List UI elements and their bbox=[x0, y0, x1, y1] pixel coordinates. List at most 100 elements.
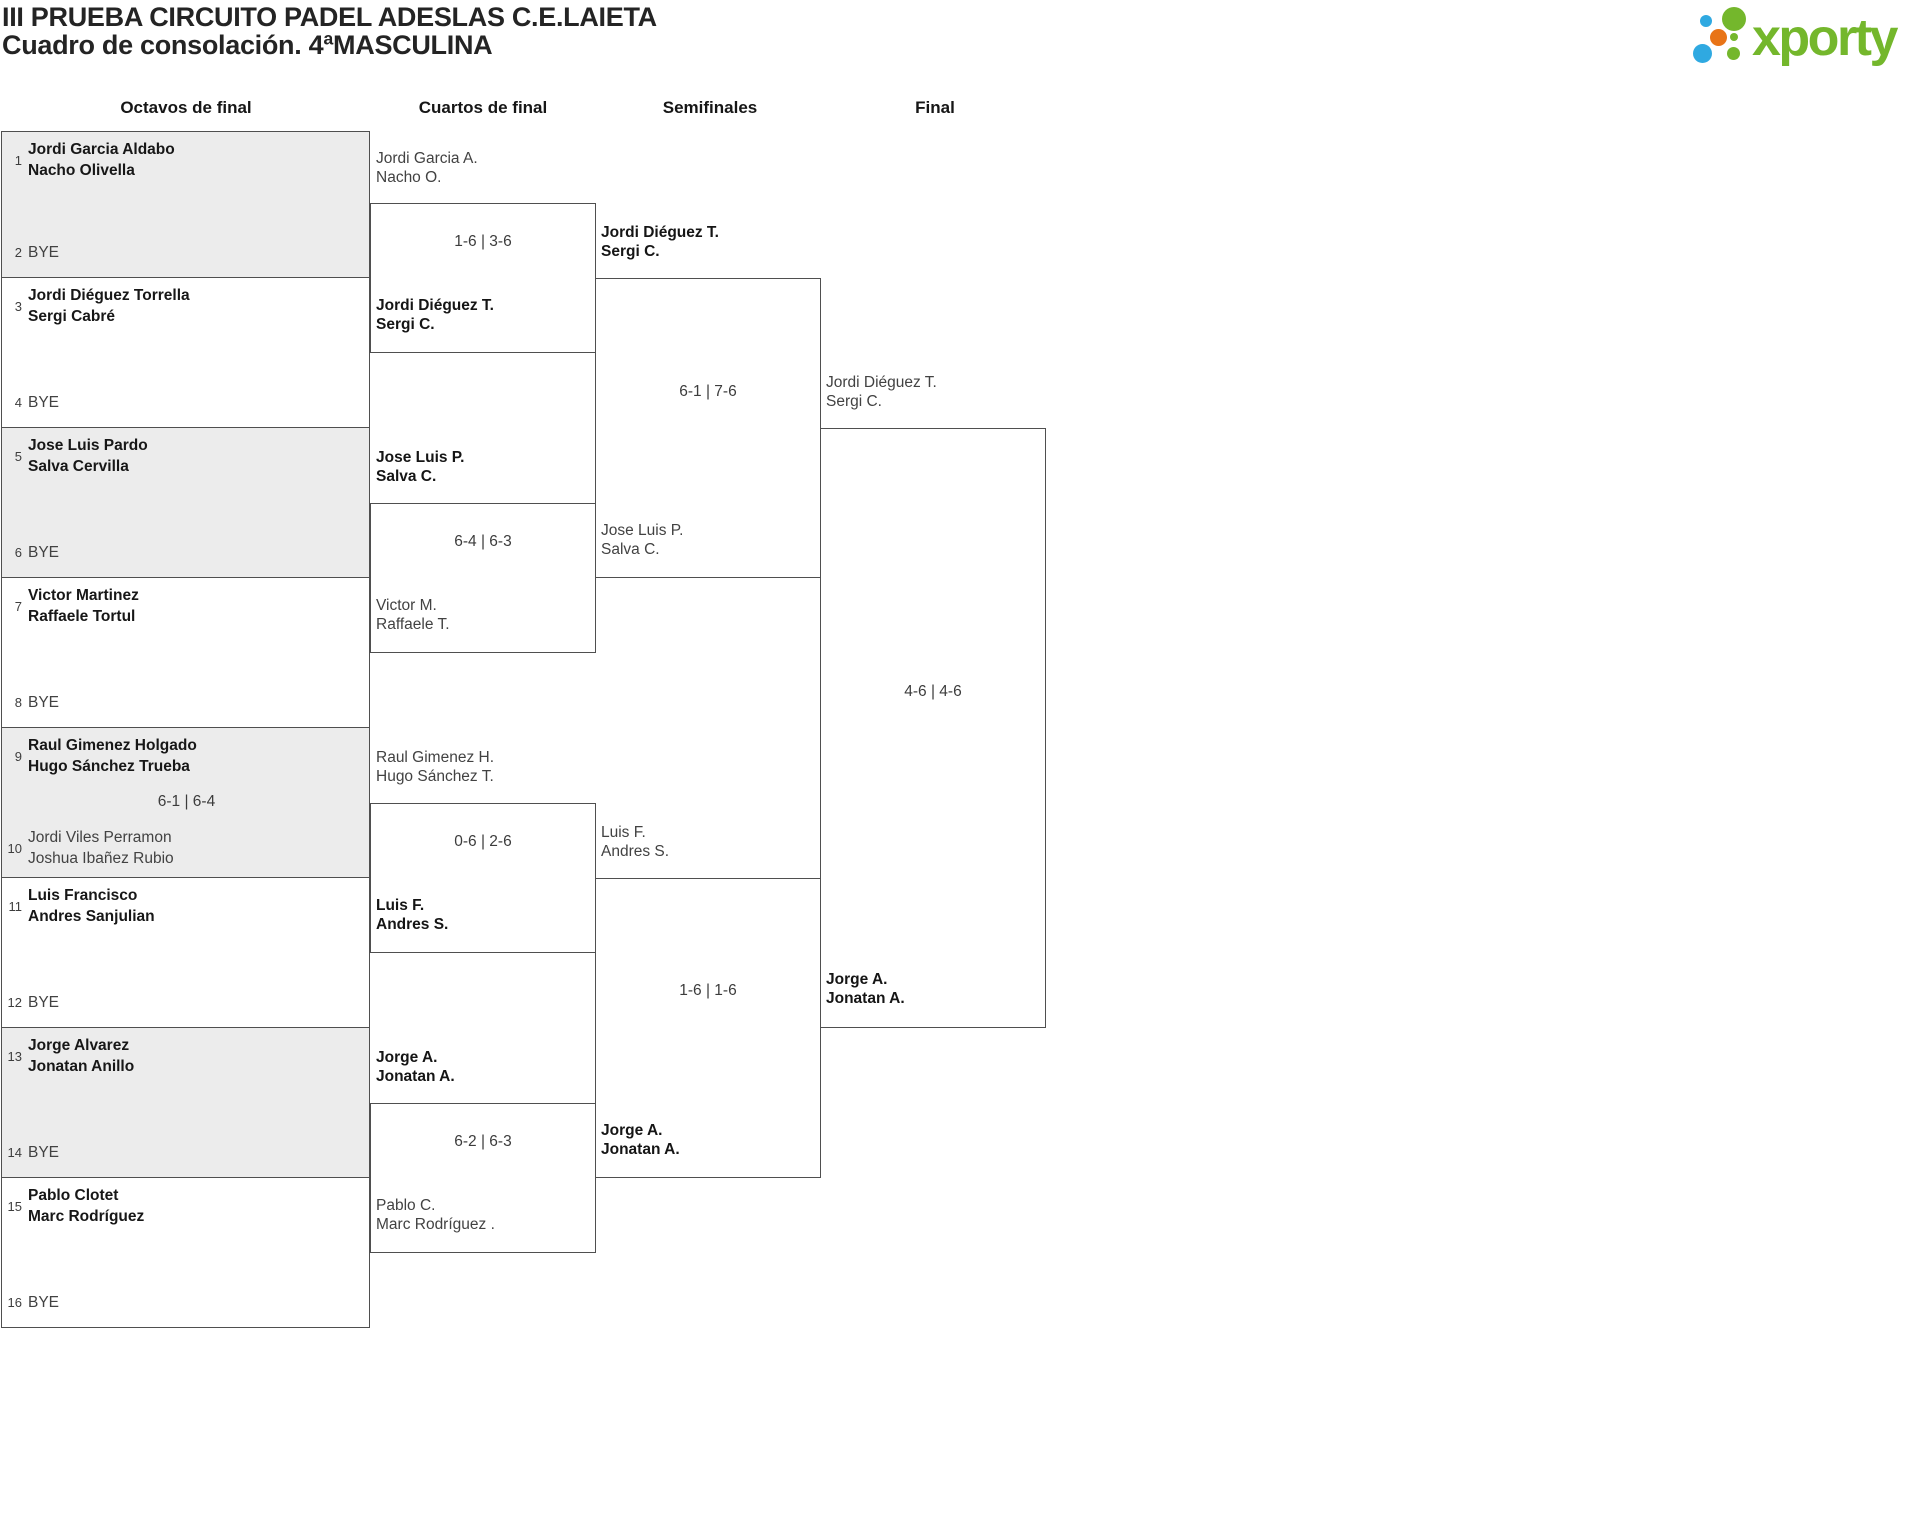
team-names: BYE bbox=[28, 1292, 59, 1313]
qf3-team-bottom: Luis F. Andres S. bbox=[376, 896, 448, 934]
seed-number: 3 bbox=[14, 298, 22, 314]
player-name: Victor M. bbox=[376, 597, 437, 614]
team-names: Jorge Alvarez Jonatan Anillo bbox=[28, 1035, 134, 1077]
qf1-score: 1-6 | 3-6 bbox=[454, 233, 512, 250]
team-slot-bottom: 6 BYE bbox=[2, 542, 363, 563]
team-slot-top: 3 Jordi Diéguez Torrella Sergi Cabré bbox=[2, 285, 363, 327]
team-slot-bottom: 2 BYE bbox=[2, 242, 363, 263]
player-name: Sergi C. bbox=[601, 243, 660, 260]
final-score: 4-6 | 4-6 bbox=[904, 683, 962, 700]
player-name: Raffaele T. bbox=[376, 616, 450, 633]
team-slot-bottom: 14 BYE bbox=[2, 1142, 363, 1163]
player-name: Jonatan A. bbox=[601, 1141, 680, 1158]
team-slot-top: 7 Victor Martinez Raffaele Tortul bbox=[2, 585, 363, 627]
qf2-team-bottom: Victor M. Raffaele T. bbox=[376, 596, 450, 634]
team-names: Victor Martinez Raffaele Tortul bbox=[28, 585, 139, 627]
r16-match-4-box: 7 Victor Martinez Raffaele Tortul 8 BYE bbox=[1, 577, 370, 728]
team-names: BYE bbox=[28, 992, 59, 1013]
qf-match-4-box bbox=[370, 1103, 596, 1253]
round-header-final: Final bbox=[915, 98, 955, 117]
round-header-cuartos: Cuartos de final bbox=[418, 98, 548, 117]
player-name: Jordi Diéguez T. bbox=[376, 297, 494, 314]
match-score: 6-1 | 6-4 bbox=[157, 793, 216, 810]
player-name: Jose Luis P. bbox=[376, 449, 465, 466]
logo-dot-green-small-icon bbox=[1727, 47, 1740, 60]
team-slot-bottom: 4 BYE bbox=[2, 392, 363, 413]
team-slot-top: 1 Jordi Garcia Aldabo Nacho Olivella bbox=[2, 139, 363, 181]
sf-match-2-box bbox=[595, 878, 821, 1178]
team-names: BYE bbox=[28, 542, 59, 563]
r16-match-1-box: 1 Jordi Garcia Aldabo Nacho Olivella 2 B… bbox=[1, 131, 370, 278]
player-name: Joshua Ibañez Rubio bbox=[28, 850, 174, 867]
team-names: Jordi Diéguez Torrella Sergi Cabré bbox=[28, 285, 190, 327]
seed-number: 10 bbox=[7, 840, 22, 856]
qf2-team-top: Jose Luis P. Salva C. bbox=[376, 448, 464, 486]
player-name: Jordi Garcia A. bbox=[376, 150, 478, 167]
player-name: Luis F. bbox=[376, 897, 425, 914]
player-name: Marc Rodríguez . bbox=[376, 1216, 495, 1233]
bye-label: BYE bbox=[28, 244, 60, 261]
player-name: Nacho O. bbox=[376, 169, 442, 186]
team-names: BYE bbox=[28, 242, 59, 263]
player-name: Andres S. bbox=[601, 843, 670, 860]
team-slot-top: 15 Pablo Clotet Marc Rodríguez bbox=[2, 1185, 363, 1227]
bye-label: BYE bbox=[28, 1294, 60, 1311]
team-slot-bottom: 16 BYE bbox=[2, 1292, 363, 1313]
seed-number: 14 bbox=[7, 1145, 22, 1160]
team-slot-bottom: 8 BYE bbox=[2, 692, 363, 713]
xporty-wordmark: xporty bbox=[1752, 9, 1898, 67]
player-name: Nacho Olivella bbox=[28, 162, 135, 179]
team-names: Pablo Clotet Marc Rodríguez bbox=[28, 1185, 144, 1227]
player-name: Raffaele Tortul bbox=[28, 608, 136, 625]
bye-label: BYE bbox=[28, 694, 60, 711]
page-subtitle: Cuadro de consolación. 4ªMASCULINA bbox=[2, 30, 493, 60]
sf1-score: 6-1 | 7-6 bbox=[679, 383, 737, 400]
player-name: Sergi Cabré bbox=[28, 308, 116, 325]
qf2-score: 6-4 | 6-3 bbox=[454, 533, 512, 550]
player-name: Salva C. bbox=[601, 541, 660, 558]
qf3-score: 0-6 | 2-6 bbox=[454, 833, 512, 850]
seed-number: 13 bbox=[7, 1048, 22, 1064]
seed-number: 16 bbox=[7, 1295, 22, 1310]
player-name: Sergi C. bbox=[376, 316, 435, 333]
team-names: BYE bbox=[28, 692, 59, 713]
r16-match-2-box: 3 Jordi Diéguez Torrella Sergi Cabré 4 B… bbox=[1, 277, 370, 428]
seed-number: 7 bbox=[14, 598, 22, 614]
qf4-team-top: Jorge A. Jonatan A. bbox=[376, 1048, 455, 1086]
player-name: Salva C. bbox=[376, 468, 437, 485]
player-name: Jonatan A. bbox=[826, 990, 905, 1007]
player-name: Jose Luis Pardo bbox=[28, 437, 148, 454]
player-name: Luis F. bbox=[601, 824, 646, 841]
player-name: Andres Sanjulian bbox=[28, 908, 155, 925]
team-slot-top: 9 Raul Gimenez Holgado Hugo Sánchez True… bbox=[2, 735, 363, 777]
player-name: Raul Gimenez Holgado bbox=[28, 737, 197, 754]
sf1-team-bottom: Jose Luis P. Salva C. bbox=[601, 521, 683, 559]
team-names: BYE bbox=[28, 1142, 59, 1163]
qf4-score: 6-2 | 6-3 bbox=[454, 1133, 512, 1150]
seed-number: 6 bbox=[14, 545, 22, 560]
seed-number: 11 bbox=[8, 898, 23, 914]
player-name: Jorge A. bbox=[376, 1049, 438, 1066]
team-names: Jordi Viles Perramon Joshua Ibañez Rubio bbox=[28, 827, 174, 869]
xporty-logo[interactable]: xporty bbox=[1688, 0, 1918, 75]
team-names: BYE bbox=[28, 392, 59, 413]
logo-dot-blue-large-icon bbox=[1693, 44, 1712, 63]
qf1-team-bottom: Jordi Diéguez T. Sergi C. bbox=[376, 296, 494, 334]
player-name: Sergi C. bbox=[826, 393, 882, 410]
final-team-top: Jordi Diéguez T. Sergi C. bbox=[826, 373, 937, 411]
seed-number: 2 bbox=[14, 245, 22, 260]
round-header-octavos: Octavos de final bbox=[120, 98, 252, 117]
player-name: Jonatan A. bbox=[376, 1068, 455, 1085]
player-name: Raul Gimenez H. bbox=[376, 749, 495, 766]
player-name: Jonatan Anillo bbox=[28, 1058, 135, 1075]
player-name: Victor Martinez bbox=[28, 587, 139, 604]
logo-dot-blue-small-icon bbox=[1700, 15, 1712, 27]
qf1-team-top: Jordi Garcia A. Nacho O. bbox=[376, 149, 478, 187]
player-name: Jordi Diéguez T. bbox=[826, 374, 937, 391]
player-name: Salva Cervilla bbox=[28, 458, 129, 475]
seed-number: 9 bbox=[14, 748, 22, 764]
player-name: Jose Luis P. bbox=[601, 522, 684, 539]
sf1-team-top: Jordi Diéguez T. Sergi C. bbox=[601, 223, 719, 261]
player-name: Pablo C. bbox=[376, 1197, 436, 1214]
